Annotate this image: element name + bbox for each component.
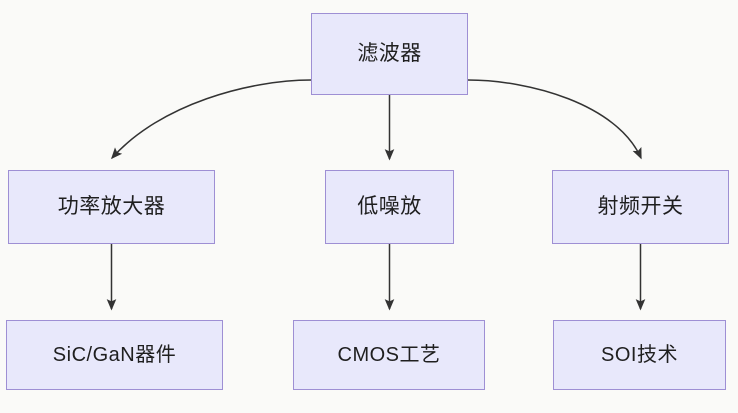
node-label: 射频开关 bbox=[597, 195, 684, 219]
node-label: 低噪放 bbox=[357, 195, 422, 219]
node-label: 功率放大器 bbox=[57, 195, 166, 219]
node-filter[interactable]: 滤波器 bbox=[311, 13, 468, 95]
edge-root-to-rfsw bbox=[467, 79, 642, 160]
node-cmos-process[interactable]: CMOS工艺 bbox=[293, 320, 485, 390]
node-sic-gan-device[interactable]: SiC/GaN器件 bbox=[6, 320, 223, 390]
node-power-amplifier[interactable]: 功率放大器 bbox=[8, 170, 215, 244]
node-label: SOI技术 bbox=[601, 344, 678, 366]
node-low-noise-amplifier[interactable]: 低噪放 bbox=[325, 170, 454, 244]
node-label: 滤波器 bbox=[357, 42, 422, 66]
node-label: CMOS工艺 bbox=[337, 344, 441, 366]
node-soi-technology[interactable]: SOI技术 bbox=[553, 320, 726, 390]
node-label: SiC/GaN器件 bbox=[52, 344, 177, 366]
edge-root-to-pa bbox=[111, 79, 312, 160]
node-rf-switch[interactable]: 射频开关 bbox=[552, 170, 729, 244]
